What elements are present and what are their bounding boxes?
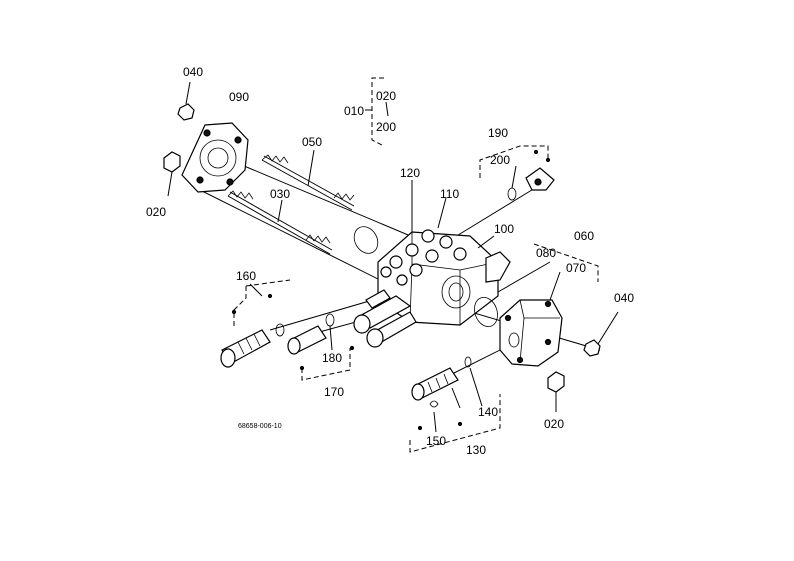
bracket-060: [497, 243, 599, 301]
label-060: 060: [574, 229, 594, 243]
label-040-right: 040: [614, 291, 634, 305]
check-valve-160: [220, 279, 291, 368]
leaders-top: [411, 180, 495, 249]
label-160: 160: [236, 269, 256, 283]
label-140: 140: [478, 405, 498, 419]
label-010-020: 020: [376, 89, 396, 103]
nut-020-right: [547, 371, 565, 412]
end-cover-090: [181, 122, 249, 193]
spools: [353, 289, 417, 348]
bracket-010: [365, 77, 389, 147]
o-ring-080: [474, 297, 498, 327]
valve-body-100: [377, 229, 511, 326]
label-110: 110: [440, 187, 459, 201]
label-200: 200: [490, 153, 510, 167]
tie-rod-030: [227, 190, 333, 255]
label-170: 170: [324, 385, 344, 399]
o-ring-left: [353, 226, 379, 254]
label-150: 150: [426, 434, 446, 448]
relief-valve-190: [479, 145, 555, 201]
label-010-200: 200: [376, 120, 396, 134]
relief-valve-130: [409, 356, 501, 453]
label-030: 030: [270, 187, 290, 201]
end-cover-070: [499, 299, 563, 367]
label-050: 050: [302, 135, 322, 149]
label-100: 100: [494, 222, 514, 236]
label-090: 090: [229, 90, 249, 104]
label-190: 190: [488, 126, 508, 140]
label-020-right: 020: [544, 417, 564, 431]
nut-040-left: [177, 81, 195, 121]
nut-020-left: [163, 151, 181, 197]
nut-040-right: [583, 311, 619, 357]
label-120: 120: [400, 166, 420, 180]
label-130: 130: [466, 443, 486, 457]
tie-rod-050: [261, 149, 355, 211]
part-labels: 040 090 020 050 030 010 020 200 120 110 …: [146, 65, 634, 457]
label-040-left: 040: [183, 65, 203, 79]
label-070: 070: [566, 261, 586, 275]
label-020-left: 020: [146, 205, 166, 219]
drawing-code: 68658-006-10: [238, 423, 282, 430]
check-valve-170: [287, 313, 355, 381]
label-180: 180: [322, 351, 342, 365]
label-010: 010: [344, 104, 364, 118]
label-080: 080: [536, 246, 556, 260]
